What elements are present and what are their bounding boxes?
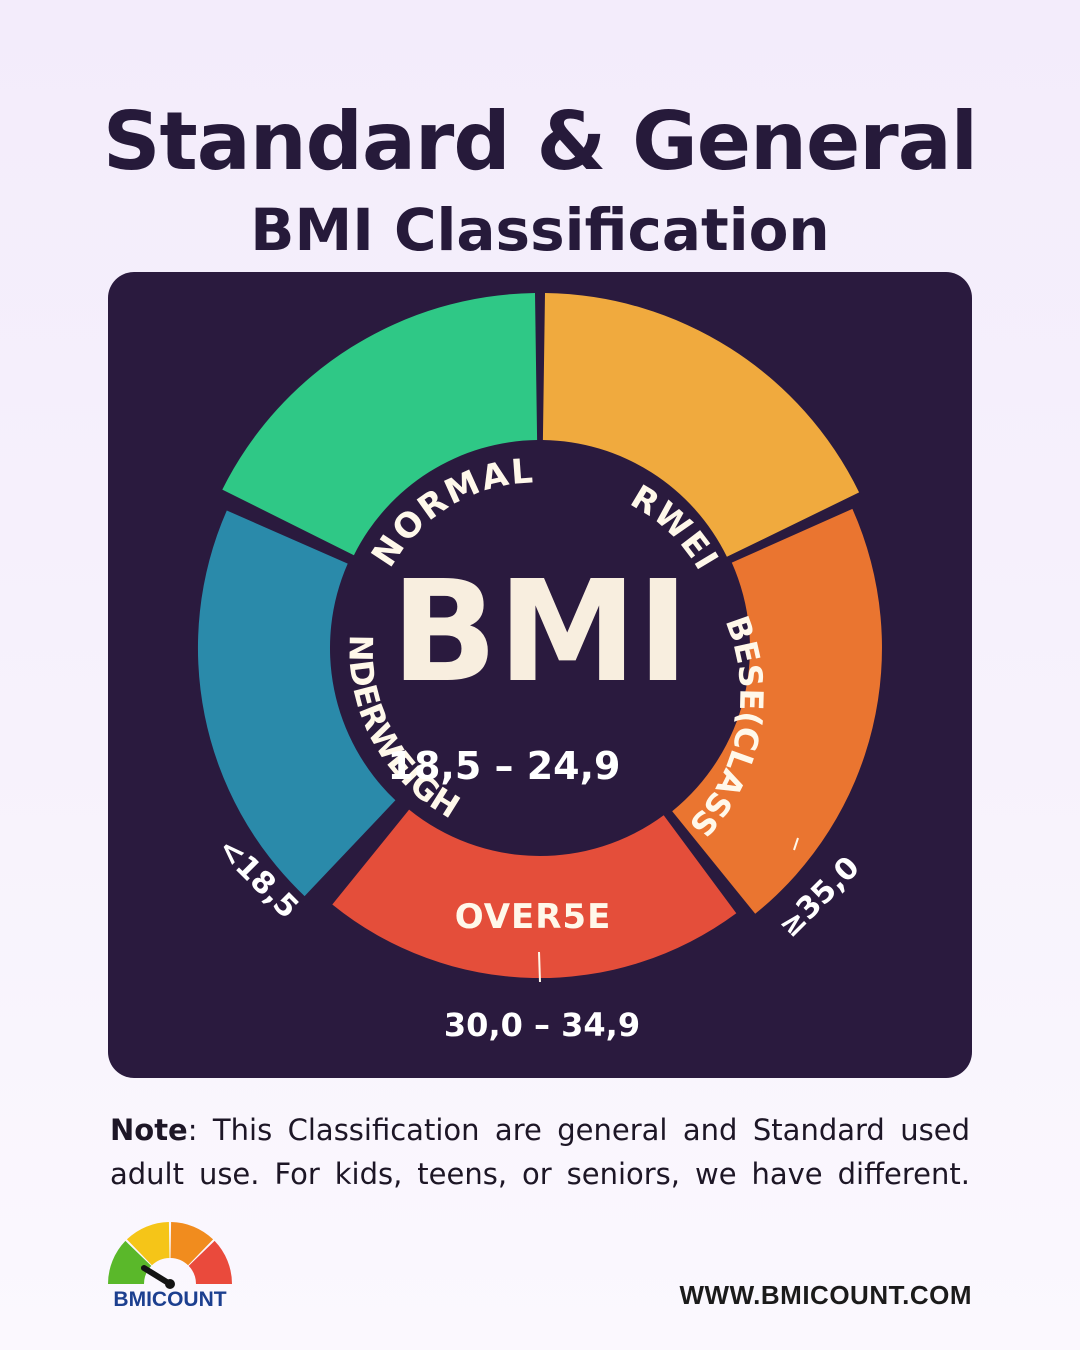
segment-over5e xyxy=(332,809,737,979)
gauge-segment-yellow xyxy=(126,1222,170,1266)
page-title: Standard & General xyxy=(102,95,978,188)
range-label-bottom: 30,0 – 34,9 xyxy=(444,1006,640,1044)
note-line-1: : This Classification are general and St… xyxy=(187,1113,970,1147)
segment-obese-class-i xyxy=(672,508,882,914)
segment-label-over5e: OVER5E xyxy=(455,897,612,937)
gauge-segment-red xyxy=(188,1240,233,1284)
gauge-pivot xyxy=(165,1279,175,1289)
note-text: Note: This Classification are general an… xyxy=(110,1108,970,1196)
gauge-segment-green xyxy=(107,1240,152,1284)
note-prefix: Note xyxy=(110,1113,188,1147)
bmicount-logo: BMICOUNT xyxy=(104,1218,236,1314)
bmi-ring-diagram: NORMAL OVERWEIGHT OBESE(CLASSI) OVER5E U… xyxy=(108,272,882,1044)
tick-mark-bottom xyxy=(538,951,541,983)
tick-mark-obese xyxy=(793,837,799,851)
note-line-2: adult use. For kids, teens, or seniors, … xyxy=(110,1157,970,1191)
segment-overweight xyxy=(542,293,860,557)
website-url: WWW.BMICOUNT.COM xyxy=(679,1280,972,1310)
segment-underweight xyxy=(197,510,396,897)
gauge-icon xyxy=(107,1222,233,1289)
page-subtitle: BMI Classification xyxy=(250,196,830,264)
logo-text: BMICOUNT xyxy=(113,1288,227,1311)
gauge-needle xyxy=(141,1265,173,1287)
gauge-segment-orange xyxy=(170,1222,214,1266)
segment-normal xyxy=(222,293,538,556)
bmi-diagram-panel: NORMAL OVERWEIGHT OBESE(CLASSI) OVER5E U… xyxy=(108,272,972,1078)
center-range-normal: 18,5 – 24,9 xyxy=(388,744,621,788)
center-bmi-label: BMI xyxy=(391,551,689,714)
